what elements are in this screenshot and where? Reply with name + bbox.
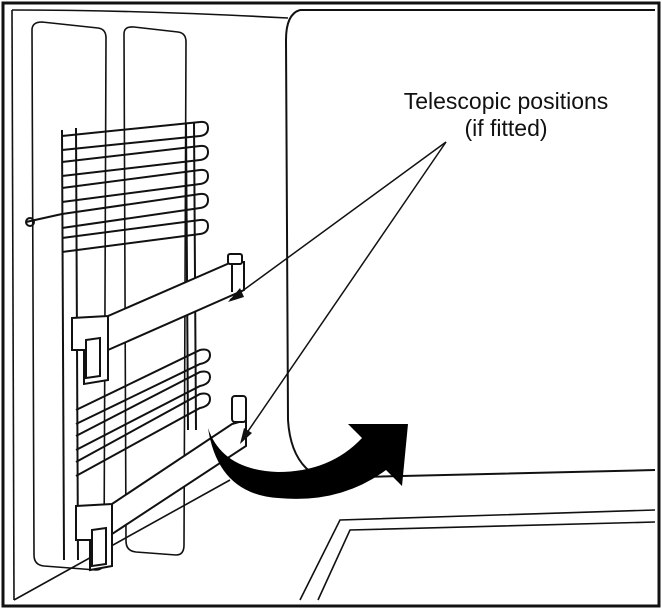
telescopic-runner-upper	[71, 253, 245, 386]
telescopic-runner-lower	[75, 395, 247, 572]
wire-runners-lower	[75, 348, 212, 477]
oven-floor	[299, 509, 656, 601]
callout-arrowheads	[228, 288, 252, 444]
callout-line-1: Telescopic positions	[403, 88, 609, 114]
oven-door-edge	[284, 9, 656, 480]
callout-label: Telescopic positions (if fitted)	[356, 88, 656, 142]
curved-arrow-icon	[208, 424, 408, 499]
callout-leaders	[229, 141, 447, 441]
callout-line-2: (if fitted)	[464, 115, 548, 141]
oven-side-wall	[11, 9, 289, 601]
wire-runners-upper	[25, 120, 210, 561]
